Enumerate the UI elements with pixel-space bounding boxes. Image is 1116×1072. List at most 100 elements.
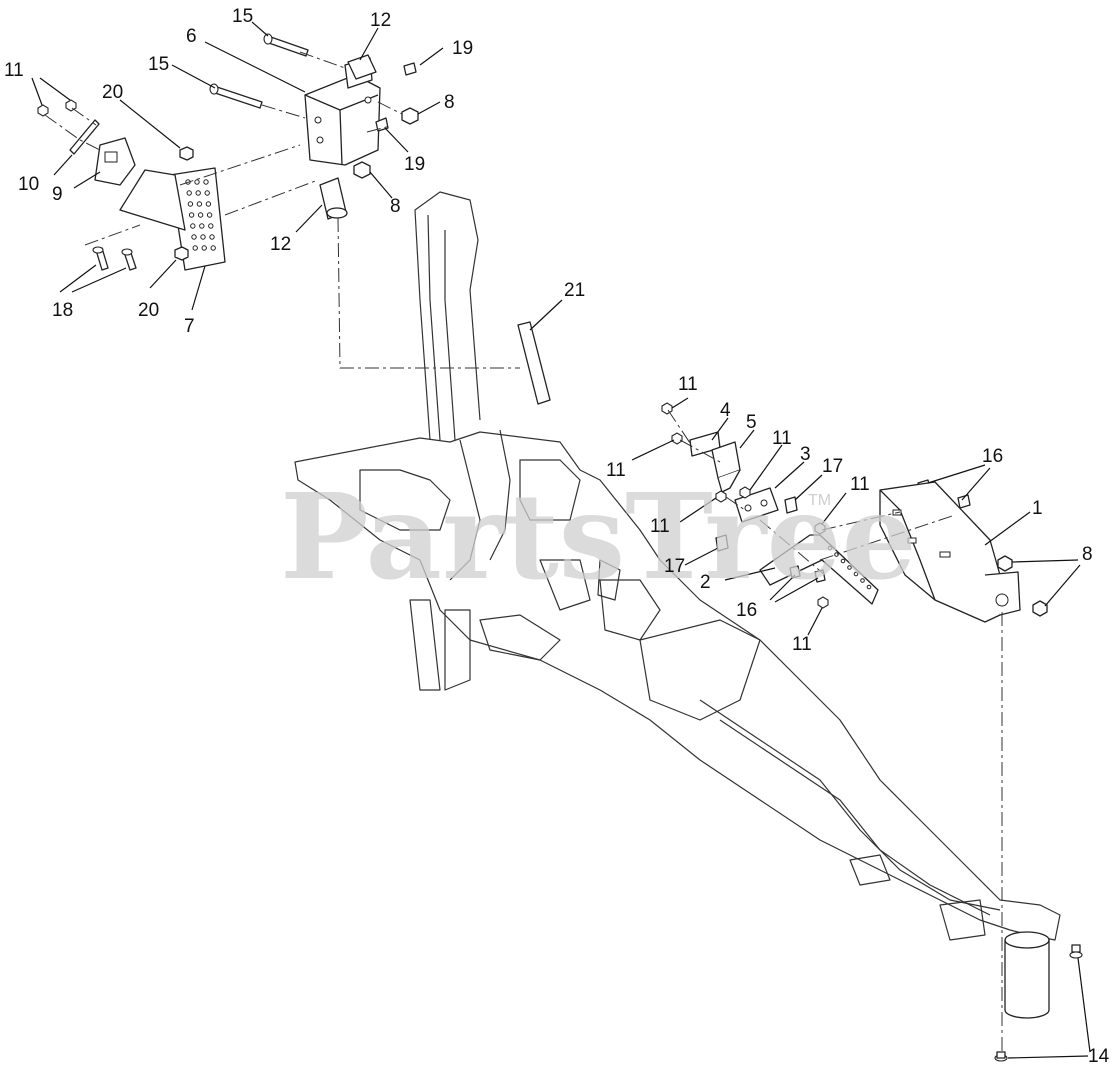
callout-4: 4 — [720, 400, 731, 421]
plate-hole — [190, 223, 196, 229]
callout-16: 16 — [736, 600, 757, 621]
part-8-nut-right-bottom — [1032, 600, 1048, 617]
callout-18: 18 — [52, 300, 73, 321]
part-7-adjust-plate — [119, 167, 226, 271]
part-8-nut-upper — [401, 107, 419, 125]
part-11-nut-a — [37, 104, 49, 117]
arm-hole — [860, 578, 865, 583]
part-15-bolt-mid — [209, 83, 263, 109]
plate-hole — [187, 201, 194, 207]
plate-hole — [204, 190, 210, 196]
plate-hole — [191, 234, 197, 240]
callout-6: 6 — [186, 26, 197, 47]
callout-15: 15 — [232, 6, 253, 27]
part-16-bolt-c — [789, 565, 801, 579]
callout-14: 14 — [1088, 1046, 1110, 1067]
part-11-nut-f — [715, 490, 727, 503]
leader-lines — [31, 21, 1091, 1059]
part-19-bolt-top — [403, 62, 417, 76]
callouts: 11 20 10 9 18 20 7 15 15 6 12 19 8 19 8 … — [4, 6, 1110, 1067]
part-17-pin-b — [715, 534, 729, 552]
watermark-text: PartsTree — [280, 467, 917, 606]
callout-11: 11 — [650, 516, 670, 537]
callout-20: 20 — [102, 82, 123, 103]
arm-hole — [827, 545, 833, 551]
part-8-nut-right-top — [997, 555, 1013, 572]
callout-17: 17 — [664, 556, 685, 577]
frame-caster-tube — [1004, 931, 1050, 1019]
part-15-bolt-top — [263, 33, 309, 57]
callout-11: 11 — [850, 474, 870, 495]
callout-12: 12 — [370, 10, 391, 31]
part-2-slotted-arm — [759, 534, 879, 605]
part-11-nut-e — [739, 486, 751, 499]
part-8-nut-mid — [353, 161, 371, 179]
arm-hole — [853, 571, 859, 577]
callout-9: 9 — [52, 184, 63, 205]
part-18-pin-a — [92, 246, 109, 271]
callout-21: 21 — [564, 280, 585, 301]
callout-8: 8 — [444, 92, 455, 113]
callout-19: 19 — [404, 154, 425, 175]
callout-11: 11 — [4, 60, 24, 81]
arm-hole — [834, 552, 839, 557]
callout-1: 1 — [1032, 498, 1043, 519]
plate-hole — [209, 234, 215, 240]
callout-17: 17 — [822, 456, 843, 477]
plate-hole — [201, 245, 207, 251]
arm-hole — [840, 558, 846, 564]
part-20-nut-bottom — [174, 246, 189, 261]
plate-hole — [194, 179, 200, 185]
part-17-pin-a — [784, 496, 798, 514]
plate-hole — [199, 223, 205, 229]
callout-16: 16 — [982, 446, 1003, 467]
callout-5: 5 — [746, 412, 757, 433]
part-20-nut-top — [179, 146, 194, 161]
plate-hole — [210, 245, 216, 251]
plate-hole — [200, 234, 206, 240]
part-14-bolt-bottom — [994, 1051, 1008, 1062]
part-9-latch — [94, 137, 136, 186]
plate-hole — [205, 201, 212, 207]
assembly-lines — [44, 51, 1003, 1055]
plate-hole — [188, 212, 195, 218]
plate-hole — [186, 190, 192, 196]
plate-hole — [208, 223, 214, 229]
plate-hole — [203, 179, 209, 185]
plate-hole — [195, 190, 201, 196]
callout-10: 10 — [18, 174, 39, 195]
callout-8: 8 — [390, 196, 401, 217]
plate-hole — [206, 212, 213, 218]
part-21-decal — [517, 321, 551, 405]
callout-11: 11 — [792, 634, 812, 655]
plate-hole — [192, 245, 198, 251]
part-11-nut-h — [817, 596, 829, 609]
callout-15: 15 — [148, 54, 169, 75]
part-12-spacer-bottom — [319, 177, 348, 220]
part-11-nut-b — [65, 99, 77, 112]
part-11-nut-c — [661, 402, 673, 415]
part-5-switch — [711, 441, 741, 493]
plate-hole — [196, 201, 203, 207]
callout-7: 7 — [184, 316, 195, 337]
partstree-watermark: PartsTree TM — [280, 467, 917, 606]
callout-8: 8 — [1082, 544, 1093, 565]
callout-2: 2 — [700, 572, 711, 593]
callout-3: 3 — [800, 444, 811, 465]
callout-19: 19 — [452, 38, 473, 59]
watermark-tm: TM — [808, 492, 831, 509]
callout-11: 11 — [678, 374, 698, 395]
part-11-nut-g — [814, 522, 826, 535]
callout-20: 20 — [138, 300, 159, 321]
arm-hole — [866, 584, 872, 590]
arm-hole — [847, 565, 852, 570]
part-18-pin-b — [121, 248, 137, 271]
part-14-bolt-top — [1069, 944, 1083, 959]
main-frame — [294, 191, 1061, 941]
part-10-link — [69, 119, 100, 155]
callout-11: 11 — [772, 428, 792, 449]
callout-11: 11 — [606, 460, 626, 481]
part-11-nut-d — [671, 432, 683, 445]
part-16-bolt-b — [957, 494, 971, 509]
